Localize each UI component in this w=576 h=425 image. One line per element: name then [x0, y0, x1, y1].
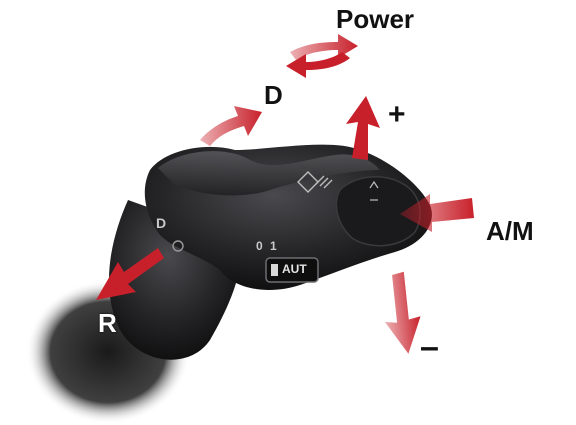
label-power: Power: [336, 4, 415, 34]
lever-rocker-icon: [297, 171, 333, 193]
lever-top-ridge: [158, 151, 380, 196]
aut-toggle-icon: [271, 264, 278, 276]
label-minus: –: [420, 328, 439, 366]
aut-button-label: AUT: [282, 262, 307, 276]
am-paddle-marks: [369, 180, 379, 201]
r-arrow: [96, 248, 164, 300]
label-plus: +: [388, 98, 406, 131]
lever-end-cap: [335, 176, 421, 247]
label-d: D: [264, 80, 283, 110]
park-icon: [172, 240, 184, 252]
switch-0-mark: 0: [256, 239, 263, 253]
aut-button[interactable]: [265, 257, 319, 283]
label-r: R: [98, 308, 117, 338]
arrows: [96, 34, 474, 354]
power-arrow-left: [286, 52, 350, 78]
am-arrow: [400, 194, 474, 232]
minus-arrow: [384, 271, 421, 354]
switch-1-mark: 1: [270, 239, 277, 253]
device-d-mark: D: [156, 215, 167, 231]
label-am: A/M: [486, 216, 534, 246]
power-arrow-right: [290, 34, 358, 60]
d-arrow: [200, 106, 262, 146]
plus-arrow: [346, 96, 380, 160]
